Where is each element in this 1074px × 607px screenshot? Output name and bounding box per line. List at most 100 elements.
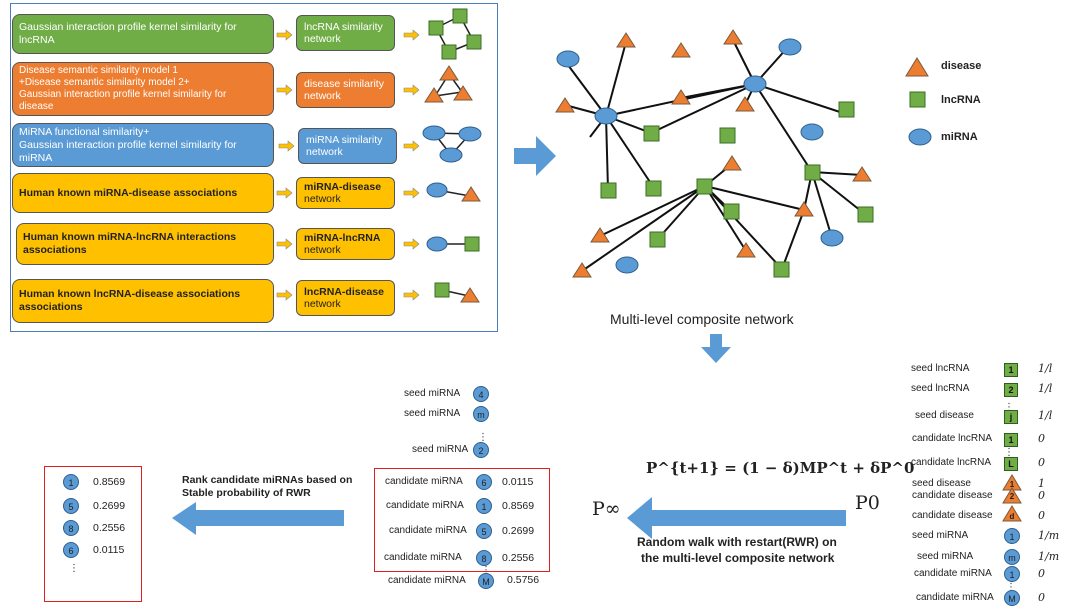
candidate-probability: 0.0115 xyxy=(502,476,534,488)
seed-mirna-label: seed miRNA xyxy=(404,408,461,419)
p0-value: 0 xyxy=(1038,591,1045,604)
p-zero-label: P0 xyxy=(855,492,880,514)
arrow-down xyxy=(701,334,731,363)
mini-mirna-lncrna xyxy=(426,236,480,252)
rwr-formula: P^{t+1} = (1 − δ)MP^t + δP^0 xyxy=(646,459,914,477)
rank-caption-line: Rank candidate miRNAs based on xyxy=(182,474,353,486)
p0-lncrna-node: L xyxy=(1004,457,1018,471)
p0-value: 1/l xyxy=(1038,409,1053,422)
ranked-probability: 0.0115 xyxy=(93,544,125,556)
p0-value: 1/m xyxy=(1038,550,1060,563)
source-text: miRNA xyxy=(19,151,53,164)
mirna-lncrna-interactions-box: Human known miRNA-lncRNA interactions as… xyxy=(16,223,274,265)
candidate-probability: 0.2699 xyxy=(502,525,535,537)
mirna-lncrna-network-box: miRNA-lncRNA network xyxy=(296,228,395,260)
ranked-probability: 0.2699 xyxy=(93,500,126,512)
mirna-disease-network-box: miRNA-disease network xyxy=(296,177,395,209)
lncrna-disease-associations-box: Human known lncRNA-disease associations … xyxy=(12,279,274,323)
p0-mirna-node: 1 xyxy=(1004,566,1020,582)
disease-semantic-similarity-box: Disease semantic similarity model 1 +Dis… xyxy=(12,62,274,116)
lncrna-similarity-network-box: lncRNA similarity network xyxy=(296,15,395,51)
rwr-caption-line: Random walk with restart(RWR) on xyxy=(637,535,837,549)
target-text: network xyxy=(306,146,343,158)
source-text: disease xyxy=(19,101,54,112)
target-text: disease similarity xyxy=(304,78,384,90)
ranked-mirna-node: 5 xyxy=(63,498,79,514)
target-text: lncRNA-disease xyxy=(304,286,384,298)
svg-text:⋮: ⋮ xyxy=(478,432,488,443)
ranked-mirna-node: 1 xyxy=(63,474,79,490)
arrow-rwr xyxy=(627,497,846,539)
candidate-mirna-label: candidate miRNA xyxy=(388,575,466,586)
candidate-mirna-label: candidate miRNA xyxy=(385,476,463,487)
legend-shapes xyxy=(905,57,932,146)
rank-caption-line: Stable probability of RWR xyxy=(182,487,311,499)
p0-row-label: seed disease xyxy=(915,410,974,421)
source-text: Human known lncRNA-disease associations xyxy=(19,288,241,300)
target-text: miRNA-lncRNA xyxy=(304,232,381,244)
svg-text:⋮: ⋮ xyxy=(481,565,491,576)
legend-disease-label: disease xyxy=(941,60,982,72)
target-text: network xyxy=(304,244,341,256)
ranked-probability: 0.8569 xyxy=(93,476,126,488)
p0-value: 0 xyxy=(1038,456,1045,469)
candidate-probability: 0.8569 xyxy=(502,500,535,512)
formula-text: P^{t+1} = (1 − δ)MP^t + δP^0 xyxy=(646,459,915,477)
mini-mirna-disease xyxy=(426,182,481,202)
seed-mirna-node: 4 xyxy=(473,386,489,402)
source-text: +Disease semantic similarity model 2+ xyxy=(19,77,190,88)
target-text: miRNA-disease xyxy=(304,181,382,193)
p0-lncrna-node: j xyxy=(1004,410,1018,424)
candidate-mirna-node: 6 xyxy=(476,474,492,490)
p0-row-label: candidate lncRNA xyxy=(912,433,993,444)
seed-mirna-label: seed miRNA xyxy=(412,444,469,455)
p0-disease-node: 2 xyxy=(1009,492,1015,501)
candidate-mirna-node: 8 xyxy=(476,550,492,566)
source-text: Gaussian interaction profile kernel simi… xyxy=(19,138,237,151)
p0-row-label: candidate disease xyxy=(912,490,993,501)
svg-text:⋮: ⋮ xyxy=(69,563,79,574)
composite-network xyxy=(555,29,874,278)
p0-dots: ⋮ ⋮ ⋮ ⋮ ⋮ ⋮ xyxy=(69,402,1016,593)
p0-disease-triangles xyxy=(1002,474,1022,522)
mirna-similarity-network-box: miRNA similarity network xyxy=(298,128,397,164)
source-text: associations xyxy=(23,244,87,256)
candidate-mirna-label: candidate miRNA xyxy=(386,500,464,511)
candidate-mirna-node: 1 xyxy=(476,498,492,514)
p-infinity-label: P∞ xyxy=(592,498,621,520)
candidate-mirna-label: candidate miRNA xyxy=(389,525,467,536)
svg-text:⋮: ⋮ xyxy=(1004,447,1014,458)
mirna-disease-associations-box: Human known miRNA-disease associations xyxy=(12,173,274,213)
rank-caption: Rank candidate miRNAs based on Stable pr… xyxy=(182,474,352,500)
source-text: associations xyxy=(19,301,83,313)
source-text: Human known miRNA-disease associations xyxy=(19,186,238,199)
target-text: miRNA similarity xyxy=(306,134,383,146)
mini-mirna-network xyxy=(422,125,482,163)
p0-disease-node: 1 xyxy=(1009,480,1015,489)
arrow-rank xyxy=(172,502,344,535)
legend-lncrna-label: lncRNA xyxy=(941,94,981,106)
p0-row-label: seed miRNA xyxy=(912,530,969,541)
p0-row-label: candidate disease xyxy=(912,510,993,521)
p0-row-label: seed miRNA xyxy=(917,551,974,562)
target-text: lncRNA similarity xyxy=(304,21,383,33)
seed-mirna-node: 2 xyxy=(473,442,489,458)
p0-row-label: candidate miRNA xyxy=(916,592,994,603)
disease-similarity-network-box: disease similarity network xyxy=(296,72,395,108)
mini-lncrna-disease xyxy=(434,282,480,303)
lncrna-disease-network-box: lncRNA-disease network xyxy=(296,280,395,316)
p0-row-label: candidate miRNA xyxy=(914,568,992,579)
p0-value: 1/l xyxy=(1038,382,1053,395)
target-text: network xyxy=(304,33,341,45)
lncrna-kernel-similarity-box: Gaussian interaction profile kernel simi… xyxy=(12,14,274,54)
target-text: network xyxy=(304,90,341,102)
p0-lncrna-node: 2 xyxy=(1004,383,1018,397)
network-caption: Multi-level composite network xyxy=(610,311,794,327)
p0-row-label: candidate lncRNA xyxy=(911,457,992,468)
ranked-probability: 0.2556 xyxy=(93,522,126,534)
data-sources-panel xyxy=(10,3,498,332)
ranked-mirna-node: 8 xyxy=(63,520,79,536)
small-arrows xyxy=(276,29,420,301)
rwr-caption: Random walk with restart(RWR) on the mul… xyxy=(637,534,837,566)
source-text: Disease semantic similarity model 1 xyxy=(19,65,178,76)
